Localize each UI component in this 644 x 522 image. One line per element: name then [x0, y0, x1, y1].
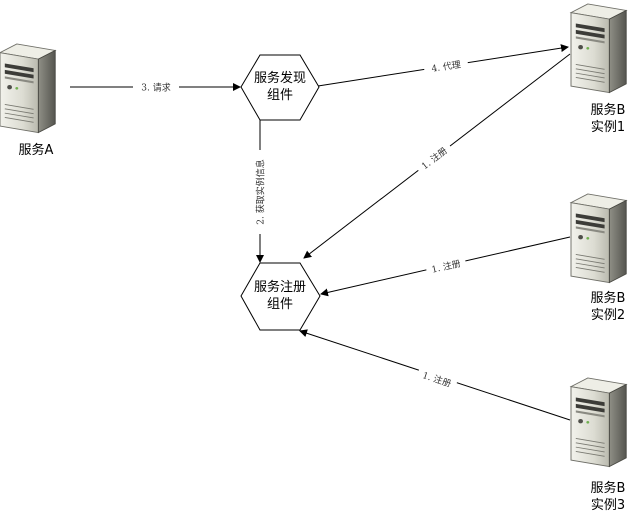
instance-1-label-line2: 实例1 [591, 120, 625, 135]
service-a-node: 服务A [0, 43, 56, 158]
proxy-label-bg [423, 55, 469, 76]
server-icon [570, 193, 627, 284]
register-2-label-bg [424, 254, 467, 277]
instance-2-label-line2: 实例2 [591, 308, 625, 323]
edge-proxy: 4. 代理 [317, 44, 569, 87]
fetch-instances-label: 2. 获取实例信息 [255, 159, 267, 224]
edge-register-3: 1. 注册 [299, 329, 571, 421]
server-icon [570, 3, 627, 94]
instance-3-label-line2: 实例3 [591, 498, 625, 513]
service-discovery-label-line2: 组件 [267, 88, 293, 103]
service-b-instance-1-node: 服务B 实例1 [570, 3, 627, 135]
service-discovery-node: 服务发现 组件 [240, 54, 320, 121]
edge-fetch-instances: 2. 获取实例信息 [253, 120, 267, 263]
request-label-bg [133, 80, 179, 93]
edge-request: 3. 请求 [70, 80, 241, 94]
service-discovery-hexagon [240, 54, 320, 121]
fetch-instances-label-bg [253, 150, 266, 234]
service-discovery-label-line1: 服务发现 [254, 70, 306, 86]
service-registry-label-line1: 服务注册 [254, 279, 306, 295]
service-b-instance-2-node: 服务B 实例2 [570, 193, 627, 323]
server-icon [0, 43, 56, 134]
edge-register-1: 1. 注册 [303, 53, 571, 259]
server-icon [570, 377, 627, 468]
service-registry-label-line2: 组件 [267, 297, 293, 312]
register-1-label-bg [413, 140, 454, 175]
service-registry-hexagon [240, 262, 321, 331]
instance-2-label-line1: 服务B [591, 290, 626, 306]
instance-3-label-line1: 服务B [591, 480, 626, 496]
register-3-label-bg [416, 366, 459, 391]
service-b-instance-3-node: 服务B 实例3 [570, 377, 627, 513]
instance-1-label-line1: 服务B [591, 102, 626, 118]
edge-register-2: 1. 注册 [320, 236, 571, 297]
service-registry-node: 服务注册 组件 [240, 262, 321, 331]
request-label: 3. 请求 [141, 82, 170, 94]
service-a-label: 服务A [19, 142, 54, 158]
proxy-label: 4. 代理 [431, 59, 462, 74]
